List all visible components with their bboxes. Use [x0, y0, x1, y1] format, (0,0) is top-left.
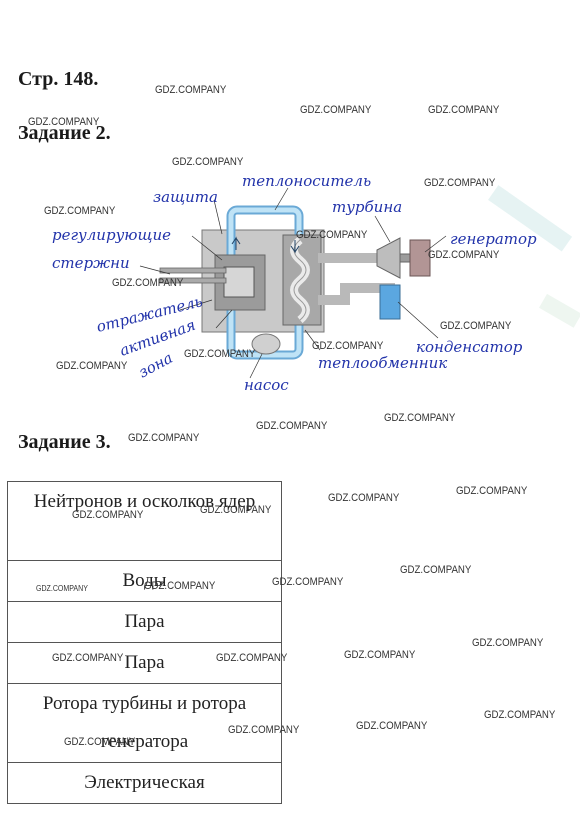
watermark: GDZ.COMPANY	[256, 420, 328, 432]
table-row: Ротора турбины и ротора генератора	[7, 683, 282, 763]
decor-streak	[539, 293, 580, 328]
leader-lines	[139, 187, 447, 379]
table-row: Нейтронов и осколков ядер	[7, 481, 282, 561]
label-turbine: турбина	[332, 198, 402, 216]
answer-table: Нейтронов и осколков ядер Воды Пара Пара…	[7, 481, 282, 804]
watermark: GDZ.COMPANY	[428, 249, 500, 261]
watermark: GDZ.COMPANY	[400, 564, 472, 576]
watermark: GDZ.COMPANY	[64, 736, 136, 748]
watermark: GDZ.COMPANY	[200, 504, 272, 516]
heat-exchanger-coil-outline	[293, 239, 307, 321]
watermark: GDZ.COMPANY	[328, 492, 400, 504]
label-regulating: регулирующие	[52, 226, 171, 244]
watermark: GDZ.COMPANY	[428, 104, 500, 116]
table-cell: Ротора турбины и ротора генератора	[7, 683, 282, 763]
watermark: GDZ.COMPANY	[228, 724, 300, 736]
control-rod	[159, 267, 227, 274]
watermark: GDZ.COMPANY	[144, 580, 216, 592]
label-generator: генератор	[450, 230, 537, 248]
generator	[409, 239, 431, 277]
table-cell: Нейтронов и осколков ядер	[7, 481, 282, 561]
table-cell: Пара	[7, 642, 282, 684]
task-2-heading: Задание 2.	[18, 122, 111, 144]
watermark: GDZ.COMPANY	[172, 156, 244, 168]
table-row: Электрическая	[7, 762, 282, 804]
watermark: GDZ.COMPANY	[72, 509, 144, 521]
table-cell: Электрическая	[7, 762, 282, 804]
watermark: GDZ.COMPANY	[28, 116, 100, 128]
watermark: GDZ.COMPANY	[440, 320, 512, 332]
watermark: GDZ.COMPANY	[424, 177, 496, 189]
watermark: GDZ.COMPANY	[56, 360, 128, 372]
watermark: GDZ.COMPANY	[344, 649, 416, 661]
watermark: GDZ.COMPANY	[52, 652, 124, 664]
label-coolant: теплоноситель	[242, 172, 371, 190]
watermark: GDZ.COMPANY	[300, 104, 372, 116]
flow-arrow	[231, 236, 241, 250]
watermark: GDZ.COMPANY	[384, 412, 456, 424]
turbine	[376, 237, 401, 279]
watermark: GDZ.COMPANY	[456, 485, 528, 497]
table-row: Пара	[7, 642, 282, 684]
watermark: GDZ.COMPANY	[472, 637, 544, 649]
table-row: Пара	[7, 601, 282, 643]
label-protection: защита	[153, 188, 218, 206]
return-pipe	[318, 283, 395, 305]
watermark: GDZ.COMPANY	[112, 277, 184, 289]
watermark: GDZ.COMPANY	[312, 340, 384, 352]
watermark: GDZ.COMPANY	[155, 84, 227, 96]
label-rods: стержни	[52, 254, 130, 272]
reactor-core	[223, 266, 255, 298]
label-heat-exchanger: теплообменник	[318, 354, 447, 372]
label-condenser: конденсатор	[416, 338, 523, 356]
table-cell: Пара	[7, 601, 282, 643]
watermark: GDZ.COMPANY	[216, 652, 288, 664]
watermark: GDZ.COMPANY	[356, 720, 428, 732]
label-zone: зона	[135, 349, 175, 382]
watermark: GDZ.COMPANY	[128, 432, 200, 444]
watermark: GDZ.COMPANY	[272, 576, 344, 588]
watermark: GDZ.COMPANY	[296, 229, 368, 241]
watermark: GDZ.COMPANY	[484, 709, 556, 721]
decor-streak	[488, 185, 573, 252]
pump	[251, 333, 281, 355]
condenser	[379, 284, 401, 320]
label-pump: насос	[244, 376, 289, 394]
control-rod	[159, 277, 227, 284]
watermark: GDZ.COMPANY	[44, 205, 116, 217]
watermark: GDZ.COMPANY	[36, 584, 88, 593]
flow-arrow	[290, 240, 300, 254]
task-3-heading: Задание 3.	[18, 431, 111, 453]
watermark: GDZ.COMPANY	[184, 348, 256, 360]
page-number-heading: Стр. 148.	[18, 68, 99, 90]
reactor-diagram: защита теплоноситель турбина регулирующи…	[52, 172, 580, 394]
